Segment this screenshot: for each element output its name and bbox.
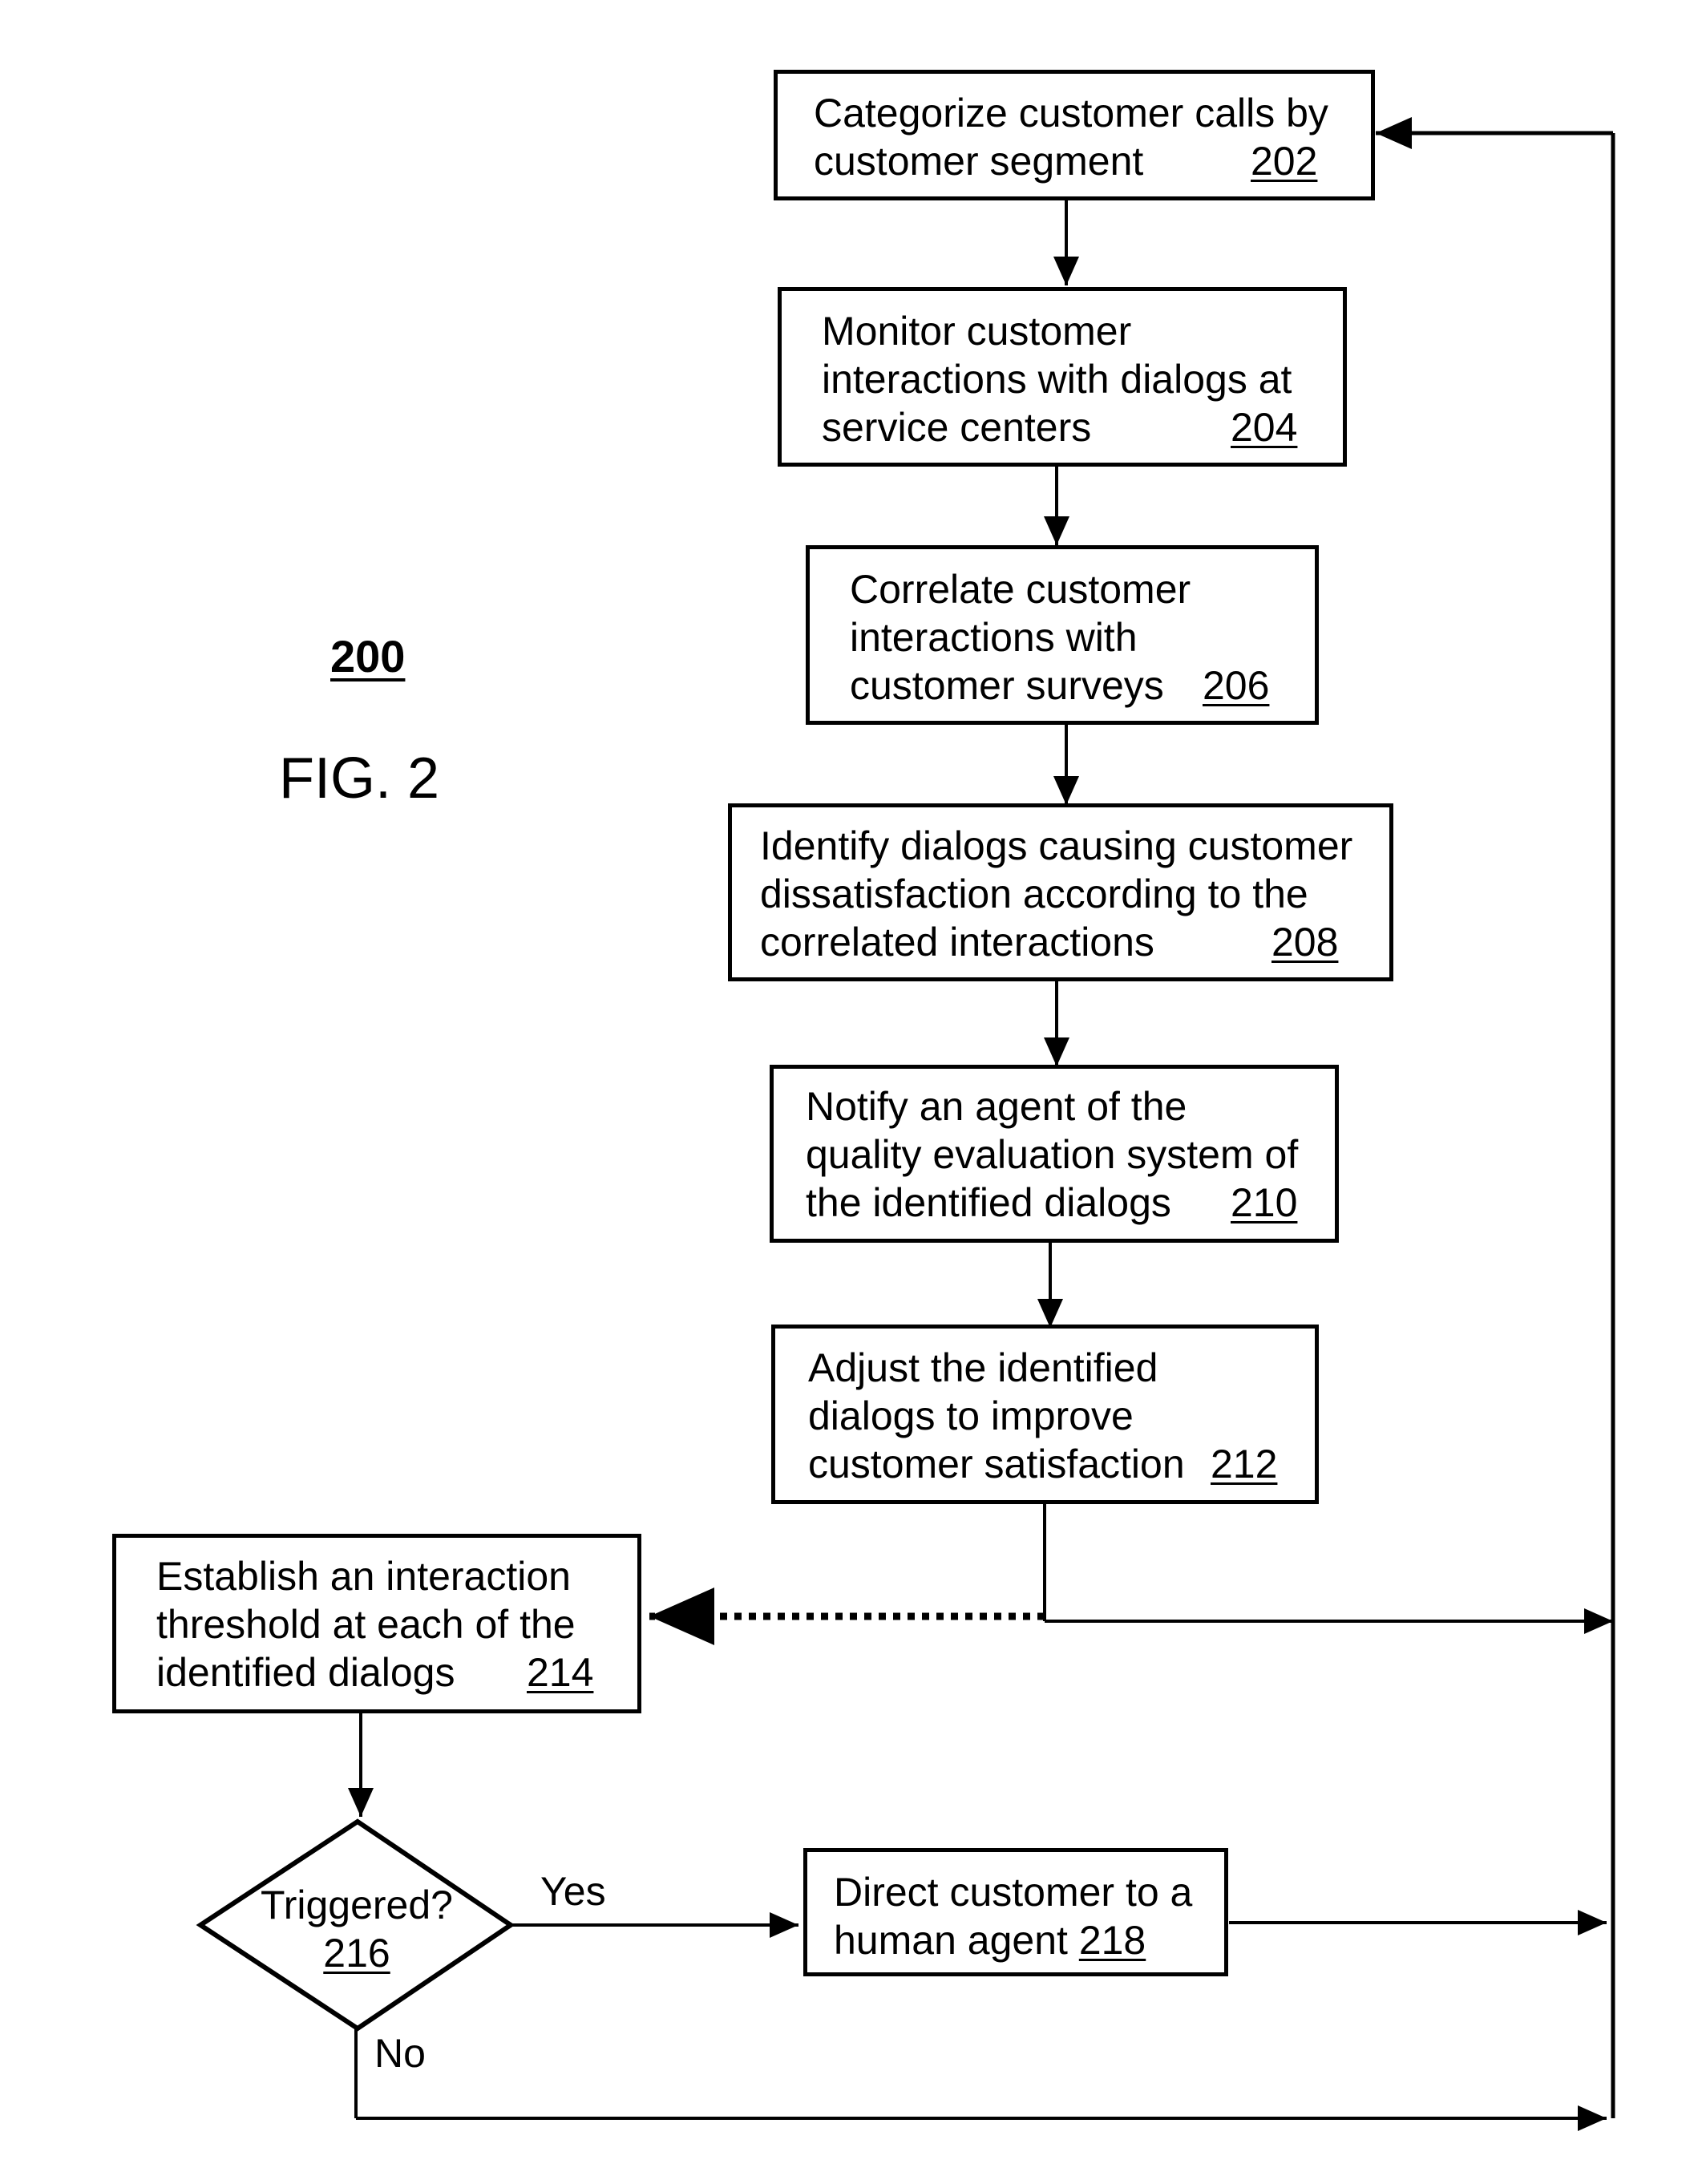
step-218-ref: 218 (1079, 1918, 1146, 1963)
step-208-ref: 208 (1271, 918, 1338, 966)
branch-yes-label: Yes (540, 1868, 606, 1915)
step-210-ref: 210 (1231, 1179, 1297, 1227)
step-202-text: Categorize customer calls by customer se… (814, 89, 1328, 185)
decision-216-ref: 216 (323, 1931, 390, 1976)
step-206-text: Correlate customer interactions with cus… (850, 565, 1191, 710)
step-214-ref: 214 (527, 1648, 593, 1697)
step-210-text: Notify an agent of the quality evaluatio… (806, 1082, 1298, 1227)
branch-no-label: No (374, 2030, 426, 2077)
step-202-ref: 202 (1251, 137, 1317, 185)
step-212-ref: 212 (1211, 1440, 1277, 1488)
figure-number: 200 (330, 630, 405, 682)
step-214-text: Establish an interaction threshold at ea… (156, 1552, 576, 1697)
step-204-text: Monitor customer interactions with dialo… (822, 307, 1292, 451)
step-218-text: Direct customer to a human agent 218 (834, 1868, 1192, 1964)
decision-216-text: Triggered? 216 (228, 1881, 485, 1977)
step-212-text: Adjust the identified dialogs to improve… (808, 1344, 1185, 1488)
step-204-ref: 204 (1231, 403, 1297, 451)
step-208-text: Identify dialogs causing customer dissat… (760, 822, 1352, 966)
step-206-ref: 206 (1203, 661, 1269, 710)
figure-label: FIG. 2 (279, 746, 439, 811)
